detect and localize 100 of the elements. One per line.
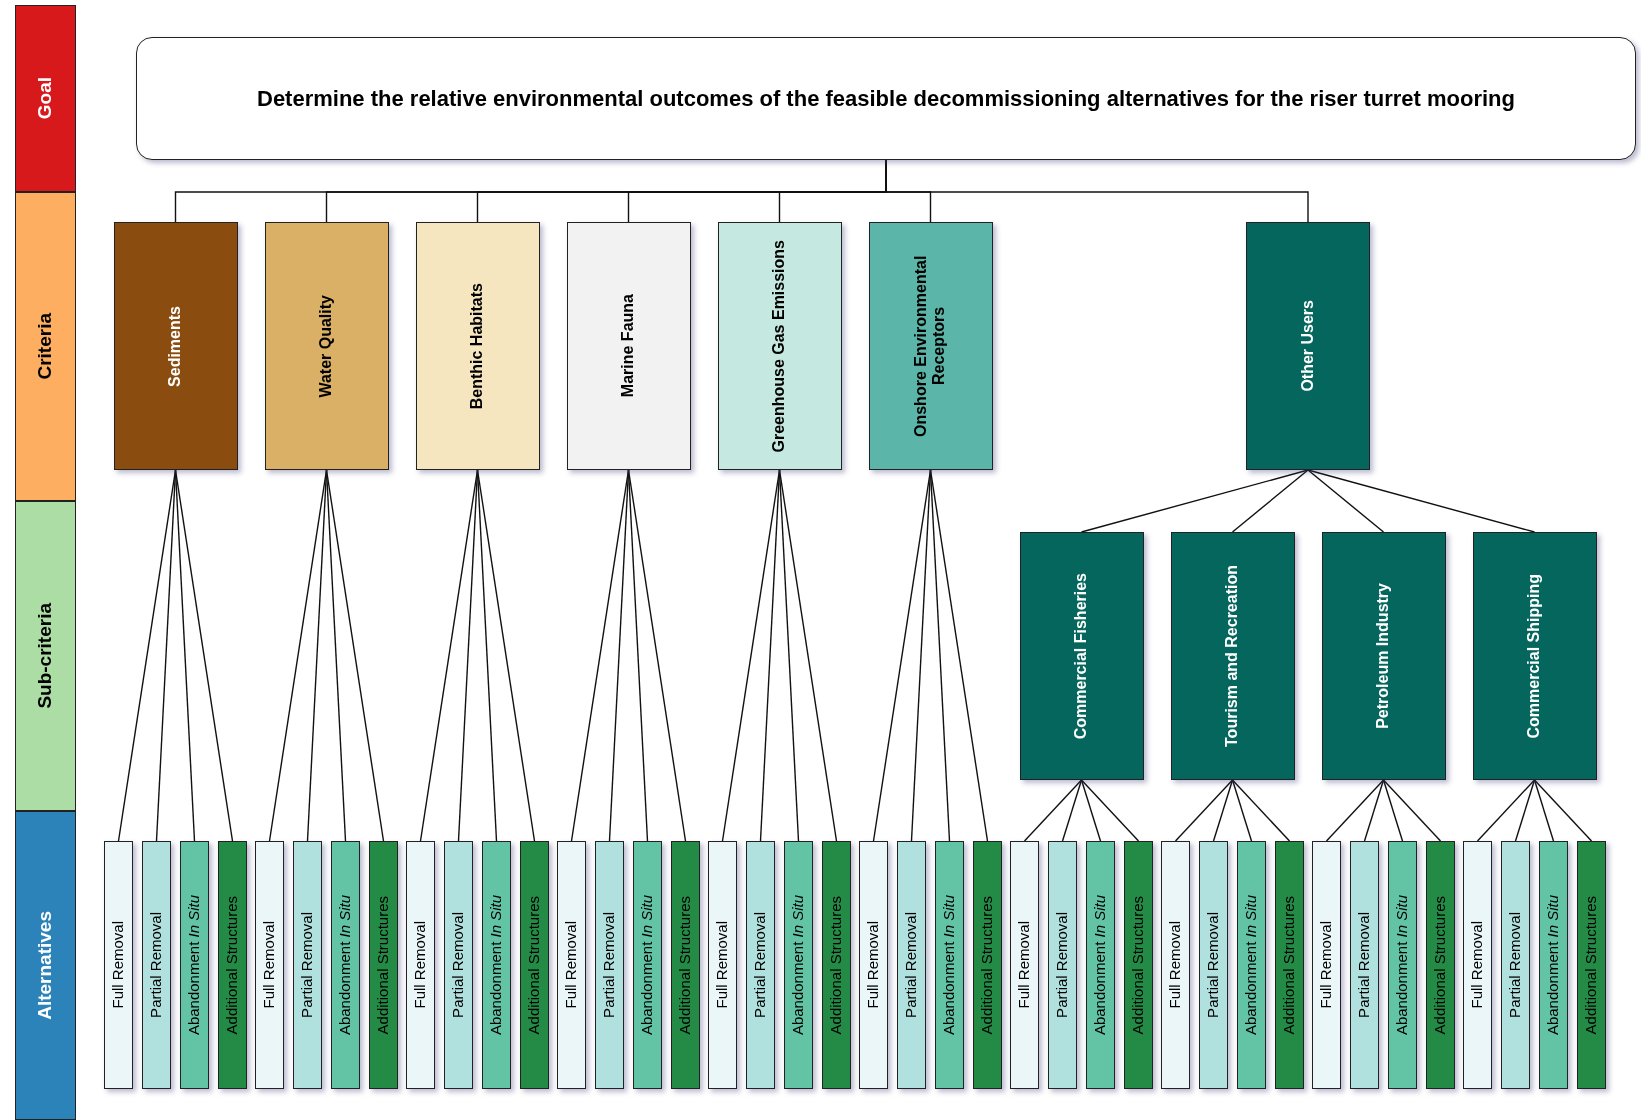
alternative-box [746,841,775,1089]
level-band [15,5,76,192]
node-label: Marine Fauna [619,294,638,398]
alternative-box [595,841,624,1089]
alternative-box [973,841,1002,1089]
criterion-box [264,222,389,470]
node-label: Full Removal [712,921,732,1009]
level-band [15,501,76,811]
node-label: Additional Structures [826,895,846,1035]
connector-line [268,469,328,842]
node-label: Full Removal [410,921,430,1009]
alternative-box [1539,841,1568,1089]
node-label: Abandonment In Situ [184,894,204,1036]
node-label: Water Quality [317,294,336,398]
alternative-box [142,841,171,1089]
connector-line [929,469,989,842]
alternative-box [557,841,586,1089]
alternative-box [444,841,473,1089]
alternative-box [1388,841,1417,1089]
node-label: Additional Structures [1279,895,1299,1035]
node-label: Abandonment In Situ [1090,894,1110,1036]
sub-criterion-box [1170,532,1295,780]
criterion-box [415,222,540,470]
node-label: Partial Removal [1052,912,1072,1018]
alternative-box [633,841,662,1089]
sub-criterion-box [1019,532,1144,780]
connector-line [1363,779,1385,842]
alternative-box [1577,841,1606,1089]
sub-criterion-box [1321,532,1446,780]
node-label: Partial Removal [1505,912,1525,1018]
node-label: Partial Removal [146,912,166,1018]
connector-line [1080,779,1102,842]
connector-line [419,469,479,842]
node-label: Abandonment In Situ [788,894,808,1036]
node-label: Determine the relative environmental outcomes of the feasible decommissioning alternatives for the riser turret mooring [256,85,1516,113]
alternative-box [708,841,737,1089]
criterion-box [1246,222,1370,470]
node-label: Full Removal [561,921,581,1009]
connector-line [1174,779,1234,842]
node-label: Tourism and Recreation [1223,565,1242,747]
criterion-box [868,222,993,470]
node-label: Additional Structures [222,895,242,1035]
node-label: Other Users [1298,300,1317,392]
node-label: Full Removal [1316,921,1336,1009]
node-label: Petroleum Industry [1374,583,1393,729]
alternative-box [482,841,511,1089]
connector-line [325,469,385,842]
alternative-box [822,841,851,1089]
node-label: Benthic Habitats [468,282,487,410]
node-label: Additional Structures [1128,895,1148,1035]
alternative-box [1010,841,1039,1089]
node-label: Partial Removal [448,912,468,1018]
node-label: Abandonment In Situ [1392,894,1412,1036]
node-label: Abandonment In Situ [486,894,506,1036]
connector-line [1514,779,1536,842]
criterion-box [717,222,842,470]
alternative-box [520,841,549,1089]
alternative-box [1350,841,1379,1089]
node-label: Abandonment In Situ [939,894,959,1036]
node-label: Full Removal [259,921,279,1009]
criterion-box [113,222,238,470]
node-label: Goal [33,77,57,120]
alternative-box [1275,841,1304,1089]
node-label: Additional Structures [675,895,695,1035]
alternative-box [369,841,398,1089]
connector-line [1307,469,1536,533]
alternative-box [1501,841,1530,1089]
node-label: Full Removal [863,921,883,1009]
node-label: Partial Removal [599,912,619,1018]
connector-line [1080,469,1309,533]
node-label: Partial Removal [750,912,770,1018]
node-label: Full Removal [1467,921,1487,1009]
connector-line [1231,779,1253,842]
alternative-box [180,841,209,1089]
node-label: Additional Structures [977,895,997,1035]
node-label: Abandonment In Situ [1543,894,1563,1036]
node-label: Greenhouse Gas Emissions [770,239,789,453]
alternative-box [1086,841,1115,1089]
alternative-box [935,841,964,1089]
node-label: Sub-criteria [33,603,57,709]
connector-line [1061,779,1083,842]
alternative-box [218,841,247,1089]
connector-line [476,469,536,842]
connector-line [721,469,781,842]
criterion-box [566,222,691,470]
connector-line [1533,779,1555,842]
alternative-box [1463,841,1492,1089]
alternative-box [1199,841,1228,1089]
connector-line [570,469,630,842]
node-label: Criteria [33,313,57,380]
node-label: Additional Structures [1581,895,1601,1035]
alternative-box [293,841,322,1089]
node-label: Partial Removal [297,912,317,1018]
alternative-box [331,841,360,1089]
node-label: Abandonment In Situ [1241,894,1261,1036]
node-label: Additional Structures [524,895,544,1035]
connector-line [1212,779,1234,842]
alternative-box [406,841,435,1089]
node-label: Full Removal [108,921,128,1009]
alternative-box [784,841,813,1089]
